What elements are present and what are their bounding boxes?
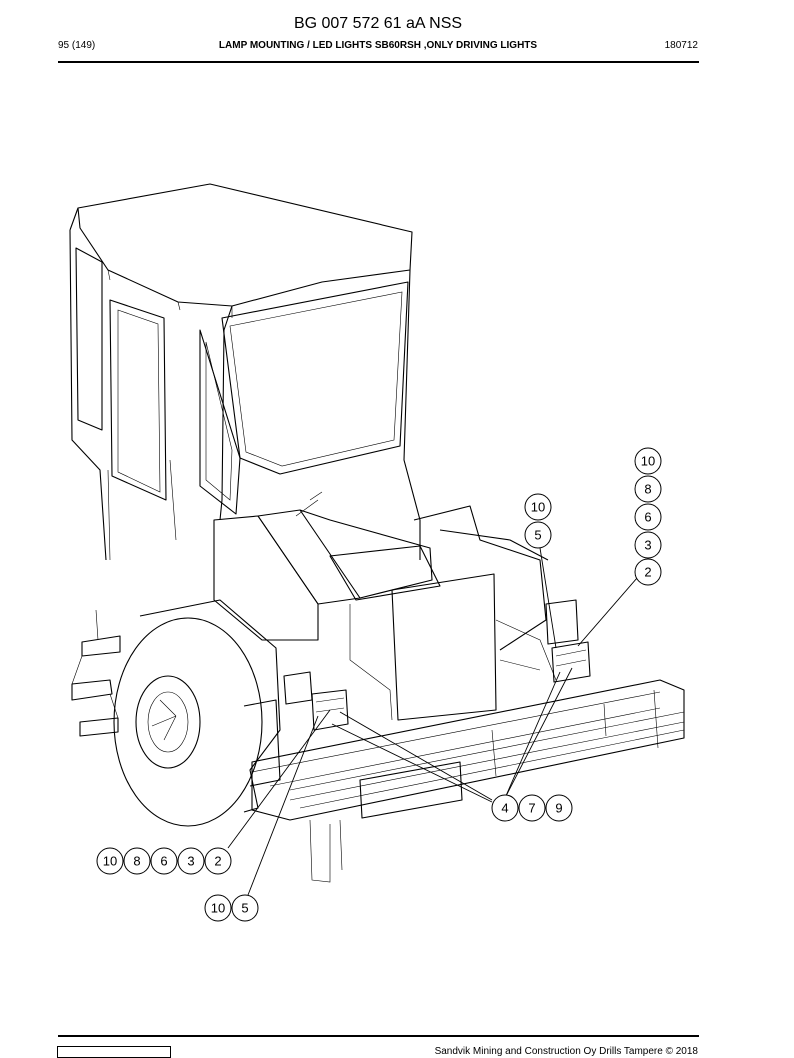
callout-balloon: 9: [545, 794, 573, 822]
svg-text:10: 10: [641, 454, 655, 469]
callout-balloon: 10: [204, 894, 232, 922]
callout-balloon: 10: [96, 847, 124, 875]
svg-text:3: 3: [187, 854, 194, 869]
svg-text:2: 2: [644, 565, 651, 580]
callout-balloon: 7: [518, 794, 546, 822]
callout-balloon: 2: [204, 847, 232, 875]
callout-balloon: 6: [634, 503, 662, 531]
svg-text:3: 3: [644, 538, 651, 553]
svg-text:10: 10: [531, 500, 545, 515]
document-number: BG 007 572 61 aA NSS: [293, 15, 463, 32]
svg-text:10: 10: [211, 901, 225, 916]
svg-text:8: 8: [133, 854, 140, 869]
svg-text:4: 4: [501, 801, 508, 816]
machine-body: [213, 491, 557, 721]
revision-date: 180712: [664, 40, 698, 51]
header-rule: [58, 61, 699, 63]
footer-copyright: Sandvik Mining and Construction Oy Drill…: [434, 1046, 698, 1057]
callout-group-bottom-left-pair: 10 5: [204, 894, 259, 922]
callout-balloon: 10: [524, 493, 552, 521]
callout-balloon: 5: [231, 894, 259, 922]
callout-balloon: 8: [123, 847, 151, 875]
callout-balloon: 5: [524, 521, 552, 549]
page-title: LAMP MOUNTING / LED LIGHTS SB60RSH ,ONLY…: [218, 40, 538, 51]
callout-group-right-column: 10 8 6 3 2: [634, 447, 662, 586]
leader-lines: [227, 547, 638, 896]
callout-balloon: 4: [491, 794, 519, 822]
front-beam: [251, 679, 685, 883]
right-lamp: [545, 599, 591, 683]
callout-group-bottom-left-row: 10 8 6 3 2: [96, 847, 232, 875]
callout-balloon: 6: [150, 847, 178, 875]
svg-text:6: 6: [644, 510, 651, 525]
svg-text:10: 10: [103, 854, 117, 869]
svg-text:9: 9: [555, 801, 562, 816]
svg-text:8: 8: [644, 482, 651, 497]
callout-balloon: 3: [634, 531, 662, 559]
page-number: 95 (149): [58, 40, 96, 51]
svg-text:5: 5: [534, 528, 541, 543]
callout-group-bottom-right: 4 7 9: [491, 794, 573, 822]
svg-text:6: 6: [160, 854, 167, 869]
callout-balloon: 2: [634, 558, 662, 586]
cab-outline: [69, 183, 421, 561]
footer-rule: [58, 1035, 699, 1037]
access-steps: [71, 609, 121, 737]
company-logo: [57, 1046, 171, 1058]
svg-text:5: 5: [241, 901, 248, 916]
svg-text:2: 2: [214, 854, 221, 869]
left-lamp: [283, 671, 349, 731]
callout-balloon: 3: [177, 847, 205, 875]
callout-group-right-pair: 10 5: [524, 493, 552, 549]
callout-balloon: 8: [634, 475, 662, 503]
callout-balloon: 10: [634, 447, 662, 475]
svg-text:7: 7: [528, 801, 535, 816]
